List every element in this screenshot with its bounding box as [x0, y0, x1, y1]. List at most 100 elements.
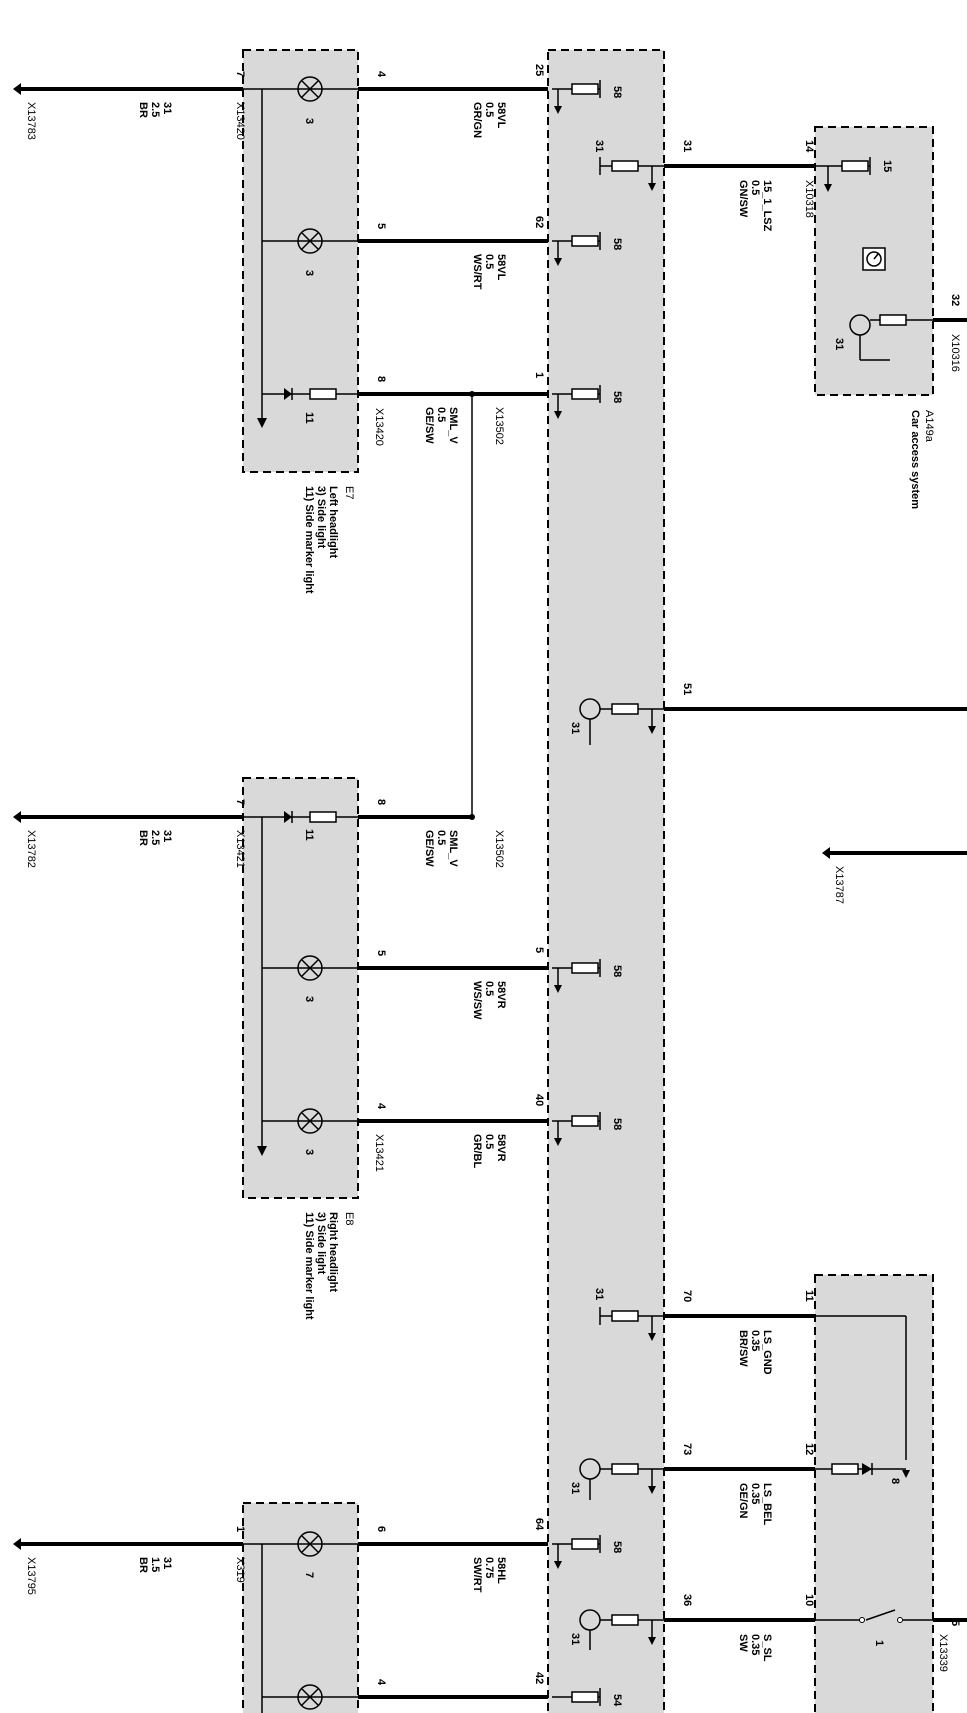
- transistor-icon: 31: [569, 1609, 664, 1650]
- wire-label-ls-gnd: LS_GND 0.35 BR/SW: [737, 1330, 773, 1375]
- ground-wire-x13782: X13782 31 2.5 BR: [13, 811, 243, 868]
- ref-label: 15: [881, 160, 893, 172]
- wire-label-s-sl: S_SL 0.35 SW: [737, 1634, 773, 1662]
- pin-label: 4: [375, 1679, 387, 1686]
- wire-size: 2.5: [149, 830, 161, 845]
- pin-label: 5: [375, 223, 387, 229]
- wire-color: GE/GN: [737, 1483, 749, 1519]
- wire-size: 0.5: [483, 254, 495, 269]
- module-item: 3) Side light: [315, 486, 327, 549]
- driver-resistor-icon: 58: [552, 959, 623, 993]
- driver-resistor-icon: 54: [552, 1688, 623, 1707]
- lamp-icon: [297, 1684, 323, 1710]
- module-title: Left headlight: [327, 486, 339, 558]
- ground-id: X13787: [833, 866, 845, 904]
- wire-size: 2.5: [149, 102, 161, 117]
- central-pins-left: 25 62 1 5 40 64 42: [533, 64, 545, 1684]
- central-drivers: 58 58 58 58 58: [552, 80, 664, 1707]
- ref-label: 58: [611, 391, 623, 403]
- lamp-icon: [297, 228, 323, 254]
- module-title: Right headlight: [327, 1212, 339, 1292]
- ref-label: 31: [569, 1633, 581, 1645]
- pin-label: 73: [681, 1443, 693, 1455]
- element-number: 7: [303, 1572, 315, 1578]
- wire-size: 0.5: [435, 830, 447, 845]
- transistor-icon: 31: [833, 314, 933, 361]
- module-e7-box: [242, 49, 359, 473]
- wire-size: 0.35: [749, 1634, 761, 1655]
- pin-label: 31: [681, 140, 693, 152]
- ground-wire-x13795: X13795 31 1.5 BR: [13, 1538, 243, 1595]
- module-item: 11) Side marker light: [303, 486, 315, 594]
- wire-label-sml-b: SML_V 0.5 GE/SW X13502: [423, 830, 505, 868]
- element-number: 3: [303, 118, 315, 124]
- ref-label: 58: [611, 238, 623, 250]
- module-e8-box: [242, 777, 359, 1199]
- wire-name: LS_BEL: [761, 1483, 773, 1525]
- pin-label: 7: [234, 71, 246, 77]
- wire-name: SML_V: [447, 407, 459, 444]
- pin-label: 8: [375, 376, 387, 382]
- ground-wire-x13783: X13783 31 2.5 BR: [13, 83, 243, 140]
- connector-label: X10316: [949, 334, 961, 372]
- element-number: 1: [873, 1640, 885, 1646]
- module-e8: 7 X13421 8 5 4 X13421 11 3 3 E8 Right he…: [234, 799, 387, 1320]
- pin-label: 4: [375, 1103, 387, 1110]
- ref-label: 31: [593, 140, 605, 152]
- connector-label: X319: [234, 1557, 246, 1583]
- wire-size: 0.5: [435, 407, 447, 422]
- wire-color: BR: [137, 830, 149, 846]
- wire-label-58vr-a: 58VR 0.5 WS/SW: [471, 981, 507, 1020]
- wire-label-58vr-b: 58VR 0.5 GR/BL: [471, 1134, 507, 1169]
- wire-color: BR: [137, 1557, 149, 1573]
- element-number: 11: [303, 829, 315, 841]
- ref-label: 58: [611, 1541, 623, 1553]
- wire-color: WS/RT: [471, 254, 483, 290]
- ground-id: X13782: [25, 830, 37, 868]
- pin-label: 32: [949, 294, 961, 306]
- wire-color: GE/SW: [423, 407, 435, 444]
- wire-size: 1.5: [149, 1557, 161, 1572]
- wire-color: BR/SW: [737, 1330, 749, 1367]
- module-x13339: 8 1 11 12 10 5 X13339: [803, 1290, 967, 1672]
- wire-name: 58HL: [495, 1557, 507, 1584]
- module-rear-box: [242, 1502, 359, 1713]
- wire-label-ls-bel: LS_BEL 0.35 GE/GN: [737, 1483, 773, 1525]
- wire-color: BR: [137, 102, 149, 118]
- module-x13339-box: [814, 1274, 934, 1713]
- module-rear: 1 X319 6 4 7: [234, 1526, 387, 1713]
- pin-label: 6: [375, 1526, 387, 1532]
- module-id: E7: [343, 486, 355, 499]
- pin-label: 40: [533, 1094, 545, 1106]
- lamp-icon: [297, 955, 323, 981]
- wire-color: GR/BL: [471, 1134, 483, 1169]
- wire-size: 0.75: [483, 1557, 495, 1578]
- driver-resistor-icon: 58: [552, 80, 623, 114]
- connector-label: X10318: [803, 180, 815, 218]
- pin-label: 70: [681, 1290, 693, 1302]
- pin-label: 8: [375, 799, 387, 805]
- driver-resistor-icon: 58: [552, 1112, 623, 1146]
- wire-size: 0.5: [483, 981, 495, 996]
- ref-label: 58: [611, 86, 623, 98]
- clock-icon: [862, 247, 886, 271]
- wire-label-58vl-a: 58VL 0.5 GR/GN: [471, 102, 507, 138]
- pin-label: 4: [375, 71, 387, 78]
- module-e7: 7 X13420 4 5 8 X13420 3 3 11 E7 Left hea…: [234, 71, 387, 594]
- ref-label: 31: [593, 1288, 605, 1300]
- module-a149a: 15 31 14 X10318 32 X10316 A149a Car acce…: [803, 140, 967, 509]
- module-id: A149a: [923, 410, 935, 443]
- wire-name: 58VL: [495, 254, 507, 281]
- wire-label-15lsz: 15_1_LSZ 0.5 GN/SW: [737, 180, 773, 232]
- wire-name: SML_V: [447, 830, 459, 867]
- led-marker-icon: [284, 388, 337, 400]
- pin-label: 62: [533, 216, 545, 228]
- wire-color: GN/SW: [737, 180, 749, 218]
- wire-label-58hl: 58HL 0.75 SW/RT: [471, 1557, 507, 1593]
- ref-label: 31: [569, 722, 581, 734]
- wire-color: GE/SW: [423, 830, 435, 867]
- connector-label: X13420: [373, 408, 385, 446]
- connector-label: X13421: [234, 830, 246, 868]
- switch-icon: [815, 1609, 933, 1623]
- wire-size: 0.5: [483, 1134, 495, 1149]
